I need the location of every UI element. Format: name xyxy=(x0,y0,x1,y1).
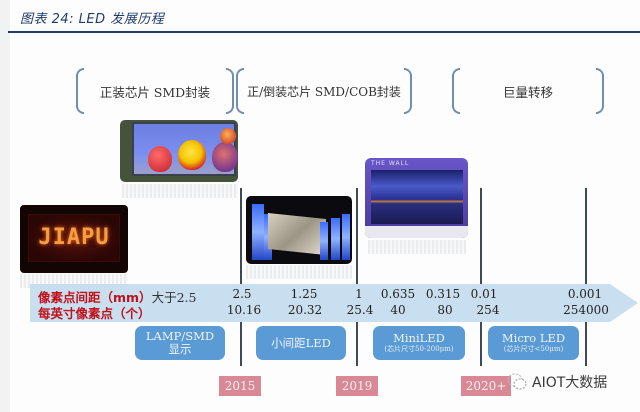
ppi-value: 40 xyxy=(390,303,406,317)
title-divider xyxy=(8,31,640,33)
left-bracket-icon xyxy=(236,68,244,114)
ppi-label: 每英寸像素点（个） xyxy=(38,306,151,321)
pixel-pitch-label: 像素点间距（mm）大于2.5 xyxy=(38,290,197,305)
image-reflection xyxy=(368,240,466,254)
stage-label: 正装芯片 SMD封装 xyxy=(99,84,211,100)
right-bracket-icon xyxy=(226,68,234,114)
pitch-value: 1 xyxy=(355,287,363,301)
balloon-icon xyxy=(178,140,206,170)
year-tag-2020-plus: 2020+ xyxy=(461,376,511,396)
pitch-value: 1.25 xyxy=(290,287,318,301)
stage-bracket-cob: 正/倒装芯片 SMD/COB封装 xyxy=(236,68,412,114)
ppi-value: 25.4 xyxy=(346,303,374,317)
pixel-pitch-first-value: 大于2.5 xyxy=(151,290,197,305)
led-sign-text: JIAPU xyxy=(38,225,110,250)
year-tag-2019: 2019 xyxy=(336,376,378,396)
phase-micro-led: Micro LED (芯片尺寸<50μm) xyxy=(488,326,579,360)
phase-mini-led: MiniLED (芯片尺寸50-200μm) xyxy=(373,326,465,360)
balloon-icon xyxy=(148,146,172,172)
jiapu-led-sign-image: JIAPU xyxy=(20,205,128,273)
timeline-divider-micro xyxy=(585,188,587,366)
wechat-icon xyxy=(507,373,527,390)
pitch-value: 0.001 xyxy=(567,287,603,301)
thewall-display-image: THE WALL xyxy=(365,158,468,238)
stage-bracket-smd: 正装芯片 SMD封装 xyxy=(76,68,234,114)
ppi-value: 20.32 xyxy=(287,303,323,317)
figure-title: 图表 24: LED 发展历程 xyxy=(20,12,165,27)
image-reflection xyxy=(246,265,352,279)
pitch-value: 0.315 xyxy=(425,287,461,301)
balloon-billboard-image xyxy=(120,120,238,182)
pitch-value: 0.01 xyxy=(470,287,498,301)
pixel-pitch-arrow-band xyxy=(30,284,638,322)
timeline-divider-2019 xyxy=(356,188,358,366)
ppi-value: 80 xyxy=(437,303,453,317)
phase-fine-pitch-led: 小间距LED xyxy=(256,326,346,360)
balloon-icon xyxy=(220,128,236,144)
timeline-divider-2020 xyxy=(480,188,482,366)
balloon-icon xyxy=(212,142,238,172)
stage-bracket-mass-transfer: 巨量转移 xyxy=(452,68,604,114)
stage-label: 正/倒装芯片 SMD/COB封装 xyxy=(247,84,401,99)
ppi-value: 254000 xyxy=(563,303,609,317)
page-margin xyxy=(0,0,10,412)
watermark-text: AIOT大数据 xyxy=(532,375,608,391)
pitch-value: 0.635 xyxy=(380,287,416,301)
fine-pitch-stage-image xyxy=(246,196,352,264)
left-bracket-icon xyxy=(452,68,460,114)
phase-lamp-smd: LAMP/SMD 显示 xyxy=(135,326,225,360)
right-bracket-icon xyxy=(404,68,412,114)
display-brand-label: THE WALL xyxy=(371,160,410,167)
ppi-value: 254 xyxy=(476,303,500,317)
watermark: AIOT大数据 xyxy=(506,372,607,392)
image-reflection xyxy=(122,184,238,198)
left-bracket-icon xyxy=(76,68,84,114)
year-tag-2015: 2015 xyxy=(219,376,261,396)
pitch-value: 2.5 xyxy=(232,287,252,301)
timeline-divider-2015 xyxy=(240,188,242,366)
ppi-value: 10.16 xyxy=(226,303,262,317)
right-bracket-icon xyxy=(596,68,604,114)
stage-label: 巨量转移 xyxy=(502,84,553,100)
